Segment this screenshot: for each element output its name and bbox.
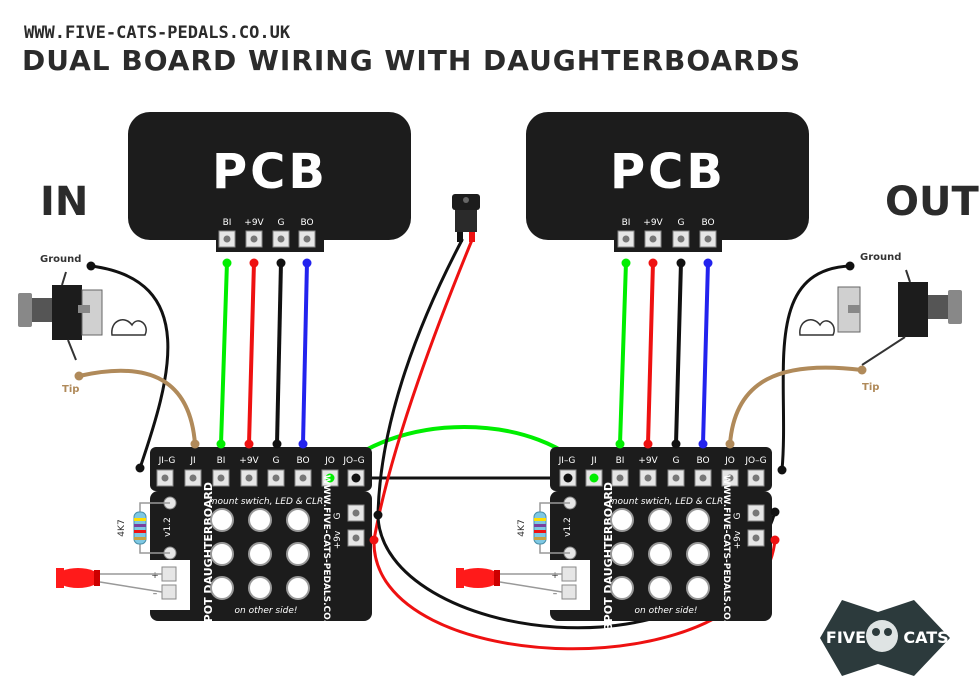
resistor-label: 4K7 <box>517 519 527 536</box>
dc-jack-icon <box>452 194 480 242</box>
db-pad-label-jo-g: JO–G <box>342 456 364 466</box>
db-url: WWW.FIVE-CATS-PEDALS.CO.UK <box>721 475 731 639</box>
led-icon <box>456 568 563 593</box>
wire-out-tip <box>728 365 864 446</box>
resistor-label: 4K7 <box>117 519 127 536</box>
pcb-left: PCB BI +9V G BO <box>128 112 411 268</box>
db-other-side: on other side! <box>635 606 698 616</box>
led-icon <box>56 568 163 593</box>
db-led-minus: – <box>553 589 558 599</box>
pcb-tab <box>614 232 722 252</box>
db-pad-label-ji: JI <box>189 456 195 466</box>
db-pad-label-9v: +9V <box>638 456 658 466</box>
db-pad-label-bi: BI <box>217 456 226 466</box>
pcb-label: PCB <box>610 144 726 200</box>
wire-in-tip <box>77 368 197 446</box>
db-version: v1.2 <box>163 517 173 537</box>
db-pad-label-bo: BO <box>696 456 709 466</box>
db-pad-label-jo: JO <box>724 456 735 466</box>
in-label: IN <box>40 179 88 225</box>
db-mount-note: mount swtich, LED & CLR <box>209 497 323 507</box>
db-pad-label-bi: BI <box>616 456 625 466</box>
db-pad-label-ji-g: JI–G <box>558 456 576 466</box>
logo-text-right: CATS <box>903 628 948 647</box>
jack-ground-label: Ground <box>40 254 81 265</box>
db-url: WWW.FIVE-CATS-PEDALS.CO.UK <box>321 475 331 639</box>
jack-tip-label: Tip <box>62 384 79 395</box>
db-pad-label-jo: JO <box>324 456 335 466</box>
wire-pcb1-g <box>275 260 283 446</box>
wire-out-ground <box>780 264 852 472</box>
wire-dc-red <box>372 238 474 542</box>
pcb-tab <box>216 232 324 252</box>
out-label: OUT <box>885 179 979 225</box>
wire-pcb1-bi <box>219 260 229 446</box>
site-url: WWW.FIVE-CATS-PEDALS.CO.UK <box>24 23 291 43</box>
jack-tip-label: Tip <box>862 382 879 393</box>
db-led-minus: – <box>153 589 158 599</box>
logo-text-left: FIVE <box>826 628 866 647</box>
wire-in-ground <box>89 264 170 470</box>
db-pad-label-g: G <box>273 456 280 466</box>
db-mount-note: mount swtich, LED & CLR <box>609 497 723 507</box>
db-pad-label-9v: +9V <box>239 456 259 466</box>
wire-pcb2-bo <box>701 260 710 446</box>
db-led-plus: + <box>551 571 559 581</box>
jack-ground-label: Ground <box>860 252 901 263</box>
pcb-body <box>526 112 809 240</box>
wire-pcb2-bi <box>618 260 628 446</box>
cat-skull-logo-icon: FIVE CATS <box>820 600 950 676</box>
audio-jack-icon: Ground Tip <box>18 254 147 395</box>
pcb-pad-label-9v: +9V <box>244 218 264 228</box>
db-pad-label-g: G <box>673 456 680 466</box>
wire-pcb1-bo <box>301 260 309 446</box>
pcb-pad-label-bi: BI <box>622 218 631 228</box>
db-side-label-9v: +9v <box>733 530 743 549</box>
wire-pcb2-9v <box>646 260 655 446</box>
db-side-label-9v: +9v <box>333 530 343 549</box>
audio-jack-icon: Ground Tip <box>799 252 962 393</box>
pcb-pad-label-g: G <box>278 218 285 228</box>
wire-dc-black <box>376 238 464 517</box>
db-pad-label-ji: JI <box>590 456 596 466</box>
wire-pcb1-9v <box>247 260 256 446</box>
pcb-pad-label-9v: +9V <box>643 218 663 228</box>
pcb-pad-label-bo: BO <box>300 218 313 228</box>
db-pad-label-ji-g: JI–G <box>158 456 176 466</box>
wire-pcb2-g <box>674 260 683 446</box>
db-led-plus: + <box>151 571 159 581</box>
diagram-title: DUAL BOARD WIRING WITH DAUGHTERBOARDS <box>22 44 801 77</box>
pcb-pad-label-bo: BO <box>701 218 714 228</box>
db-other-side: on other side! <box>235 606 298 616</box>
pcb-body <box>128 112 411 240</box>
db-side-label-g: G <box>733 512 743 519</box>
cloud-icon <box>111 319 147 336</box>
pcb-right: PCB BI +9V G BO <box>526 112 809 268</box>
resistor-icon: 4K7 <box>117 502 170 554</box>
pcb-label: PCB <box>212 144 328 200</box>
db-pad-label-jo-g: JO–G <box>744 456 766 466</box>
daughterboard-left: JI–G JI BI +9V G BO JO JO–G <box>135 439 383 639</box>
db-side-label-g: G <box>333 512 343 519</box>
db-version: v1.2 <box>563 517 573 537</box>
pcb-pad-label-g: G <box>678 218 685 228</box>
resistor-icon: 4K7 <box>517 502 570 554</box>
daughterboard-right: JI–G JI BI +9V G BO JO JO–G <box>550 439 787 639</box>
db-pad-label-bo: BO <box>296 456 309 466</box>
cloud-icon <box>799 319 835 336</box>
pcb-pad-label-bi: BI <box>223 218 232 228</box>
